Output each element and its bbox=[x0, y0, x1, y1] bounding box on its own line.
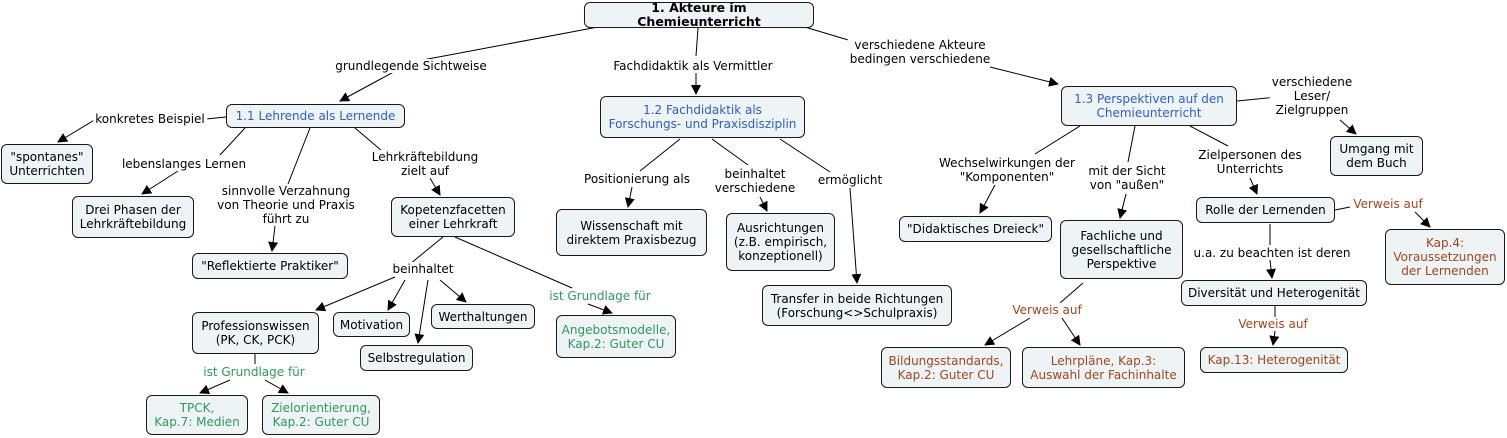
node-perspektiven[interactable]: 1.3 Perspektiven auf den Chemieunterrich… bbox=[1061, 86, 1237, 126]
edge-verweis-kap4 bbox=[1414, 211, 1431, 228]
edge-positionierung-wissenschaft bbox=[624, 186, 635, 208]
link-verweis-2: Verweis auf bbox=[1351, 197, 1425, 211]
link-sinnvolle: sinnvolle Verzahnung von Theorie und Pra… bbox=[215, 184, 357, 226]
edge-grundlage-ziel bbox=[264, 379, 289, 394]
edge-root-fachdidaktik bbox=[695, 27, 699, 57]
edge-lebenslanges-drei bbox=[141, 170, 179, 195]
link-positionierung: Positionierung als bbox=[582, 172, 692, 186]
edge-wechsel-didaktisch bbox=[979, 184, 996, 214]
link-ermoeglicht: ermöglicht bbox=[815, 173, 885, 187]
link-wechselwirkungen: Wechselwirkungen der "Komponenten" bbox=[937, 156, 1077, 184]
edge-grundlage-angebot bbox=[587, 303, 613, 315]
node-kompetenz[interactable]: Kopetenzfacetten einer Lehrkraft bbox=[391, 197, 515, 237]
edge-lehrende-konkretes bbox=[205, 116, 227, 120]
node-tpck[interactable]: TPCK, Kap.7: Medien bbox=[146, 395, 248, 435]
link-konkretes: konkretes Beispiel bbox=[93, 112, 207, 126]
edge-perspektiven-zielpersonen bbox=[1189, 125, 1229, 147]
edge-verweis-bildung bbox=[984, 317, 1031, 346]
edge-beinhaltet-profession bbox=[315, 276, 396, 312]
edge-kraeftebildung-kompetenz bbox=[429, 177, 441, 196]
edge-akteure-perspektiven bbox=[989, 66, 1059, 87]
link-lebenslanges: lebenslanges Lernen bbox=[119, 157, 249, 171]
edge-sicht-fachliche bbox=[1117, 193, 1128, 219]
edge-beinhaltet-ausrichtungen bbox=[758, 196, 768, 212]
node-kap13[interactable]: Kap.13: Heterogenität bbox=[1200, 347, 1348, 373]
link-verweis-1: Verweis auf bbox=[1010, 303, 1084, 317]
node-bildungsstandards[interactable]: Bildungsstandards, Kap.2: Guter CU bbox=[881, 347, 1011, 388]
node-werthaltungen[interactable]: Werthaltungen bbox=[431, 304, 535, 329]
edge-lehrende-kraeftebildung bbox=[354, 127, 383, 152]
edge-perspektiven-sicht bbox=[1127, 125, 1136, 163]
edge-leser-umgang bbox=[1339, 119, 1357, 135]
node-reflektierte[interactable]: "Reflektierte Praktiker" bbox=[192, 253, 348, 279]
edge-fachdidaktik-positionierung bbox=[639, 138, 681, 172]
edge-kompetenz-beinhaltet bbox=[409, 236, 444, 265]
node-root[interactable]: 1. Akteure im Chemieunterricht bbox=[584, 1, 814, 29]
edge-zielpersonen-rolle bbox=[1248, 177, 1258, 195]
edge-fachliche-verweis bbox=[1059, 282, 1084, 304]
edge-root-lehrende bbox=[411, 26, 599, 63]
link-fachdidaktik-vermittler: Fachdidaktik als Vermittler bbox=[611, 59, 775, 73]
edge-beinhaltet-selbst bbox=[414, 279, 429, 344]
node-diversitaet[interactable]: Diversität und Heterogenität bbox=[1181, 280, 1367, 306]
edge-lehrende-sinnvolle bbox=[287, 127, 311, 185]
node-ausrichtungen[interactable]: Ausrichtungen (z.B. empirisch, konzeptio… bbox=[726, 213, 835, 271]
link-grundlage-1: ist Grundlage für bbox=[201, 365, 307, 379]
node-transfer[interactable]: Transfer in beide Richtungen (Forschung<… bbox=[762, 285, 952, 326]
edge-grundlage-tpck bbox=[199, 379, 231, 395]
edge-beinhaltet-motivation bbox=[387, 279, 406, 311]
node-angebotsmodelle[interactable]: Angebotsmodelle, Kap.2: Guter CU bbox=[556, 315, 676, 358]
node-fachliche[interactable]: Fachliche und gesellschaftliche Perspekt… bbox=[1060, 220, 1183, 279]
link-verschiedene-leser: verschiedene Leser/ Zielgruppen bbox=[1269, 75, 1355, 117]
edge-kompetenz-grundlage bbox=[454, 236, 573, 289]
node-fachdidaktik[interactable]: 1.2 Fachdidaktik als Forschungs- und Pra… bbox=[600, 96, 805, 138]
link-verschiedene-akteure: verschiedene Akteure bedingen verschiede… bbox=[847, 38, 993, 66]
edge-ermoeglicht-transfer bbox=[849, 187, 862, 284]
edge-rolle-verweis bbox=[1334, 206, 1351, 211]
node-didaktisches[interactable]: "Didaktisches Dreieck" bbox=[899, 216, 1052, 242]
node-professionswissen[interactable]: Professionswissen (PK, CK, PCK) bbox=[192, 312, 319, 354]
link-ua-beachten: u.a. zu beachten ist deren bbox=[1191, 246, 1353, 260]
edge-beachten-diversitaet bbox=[1266, 259, 1276, 279]
edge-fachdidaktik-beinhaltet bbox=[711, 138, 749, 166]
edge-verweis-kap13 bbox=[1269, 330, 1280, 346]
node-selbstregulation[interactable]: Selbstregulation bbox=[360, 345, 473, 371]
edge-beinhaltet-wert bbox=[439, 279, 467, 303]
link-verweis-3: Verweis auf bbox=[1236, 317, 1310, 331]
node-drei-phasen[interactable]: Drei Phasen der Lehrkräftebildung bbox=[72, 196, 194, 238]
link-beinhaltet: beinhaltet bbox=[390, 262, 456, 276]
node-zielorientierung[interactable]: Zielorientierung, Kap.2: Guter CU bbox=[262, 395, 380, 435]
edge-lehrende-lebenslanges bbox=[219, 127, 246, 156]
node-umgang[interactable]: Umgang mit dem Buch bbox=[1330, 136, 1423, 176]
link-zielpersonen: Zielpersonen des Unterrichts bbox=[1196, 148, 1304, 176]
edge-konkretes-spontanes bbox=[57, 118, 97, 143]
node-wissenschaft[interactable]: Wissenschaft mit direktem Praxisbezug bbox=[556, 209, 707, 256]
link-grundlage-2: ist Grundlage für bbox=[547, 289, 653, 303]
edge-sinnvolle-reflektierte bbox=[268, 225, 279, 252]
node-kap4[interactable]: Kap.4: Voraussetzungen der Lernenden bbox=[1385, 229, 1505, 285]
edge-verweis-lehrplaene bbox=[1061, 317, 1081, 346]
node-spontanes[interactable]: "spontanes" Unterrichten bbox=[1, 144, 93, 184]
edge-perspektiven-wechsel bbox=[1034, 125, 1081, 155]
node-motivation[interactable]: Motivation bbox=[333, 312, 410, 337]
link-sicht-aussen: mit der Sicht von "außen" bbox=[1086, 164, 1168, 192]
edge-fachdidaktik-ermoeglicht bbox=[779, 138, 831, 173]
node-lehrende[interactable]: 1.1 Lehrende als Lernende bbox=[226, 104, 405, 128]
link-grundlegende: grundlegende Sichtweise bbox=[333, 59, 489, 73]
node-rolle[interactable]: Rolle der Lernenden bbox=[1196, 197, 1335, 223]
link-lehrkraeftebildung: Lehrkräftebildung zielt auf bbox=[369, 150, 481, 178]
node-lehrplaene[interactable]: Lehrpläne, Kap.3: Auswahl der Fachinhalt… bbox=[1022, 347, 1185, 388]
link-beinhaltet-verschiedene: beinhaltet verschiedene bbox=[712, 167, 798, 195]
